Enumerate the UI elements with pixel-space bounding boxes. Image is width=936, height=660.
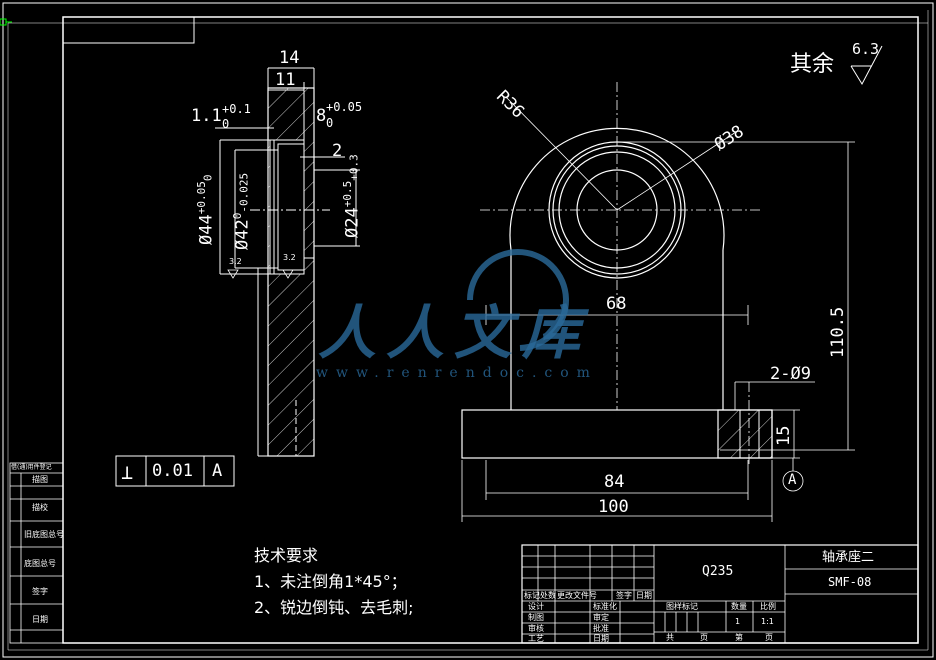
dim-d24-tol-lower: +0.3: [347, 154, 361, 181]
tolerance-frame: [115, 455, 235, 487]
tb-label-design: 设计: [528, 602, 544, 611]
dim-d44-tol-upper: +0.05: [195, 181, 208, 215]
left-strip-label: 描图: [32, 475, 48, 484]
tb-stage-quantity: 数量: [731, 602, 747, 611]
tb-quantity-value: 1: [735, 617, 741, 626]
watermark-logo: [467, 249, 569, 351]
tb-label-approve-check: 审定: [593, 613, 609, 622]
dim-step: 2: [332, 141, 343, 161]
tech-req-line1: 1、未注倒角1*45°；: [254, 572, 407, 591]
left-strip-table: [9, 462, 64, 644]
dim-height: 110.5: [828, 306, 848, 358]
dim-d42-tol-upper: 0: [231, 212, 244, 220]
dim-groove-width: 1.1: [191, 106, 222, 126]
title-part-name: 轴承座二: [822, 550, 875, 565]
roughness-right: 3.2: [283, 253, 296, 262]
tb-label-date: 日期: [636, 591, 652, 600]
tb-label-review: 审核: [528, 624, 544, 633]
left-strip-label: 底图总号: [24, 559, 56, 568]
corner-marker: [0, 18, 12, 26]
dim-thickness: 15: [774, 425, 794, 446]
surface-finish-label: 其余: [790, 52, 835, 77]
surface-finish-value: 6.3: [852, 40, 880, 58]
dim-depth-tol: +0.05: [326, 100, 363, 114]
dim-100: 100: [598, 497, 629, 517]
tb-label-standard: 标准化: [593, 602, 617, 611]
tb-label-mark: 标记: [524, 591, 540, 600]
tb-sheet-page2: 页: [765, 633, 773, 642]
tb-stage-mark: 图样标记: [666, 602, 698, 611]
dim-d42-tol-lower: -0.025: [237, 172, 251, 213]
title-drawing-no: SMF-08: [828, 575, 872, 589]
tolerance-symbol: ⊥: [121, 460, 134, 484]
dim-holes: 2-Ø9: [770, 364, 811, 384]
tech-req-line2: 2、锐边倒钝、去毛刺;: [254, 598, 414, 617]
tb-label-approve: 批准: [593, 624, 609, 633]
tb-label-change-doc: 更改文件号: [557, 591, 597, 600]
surface-finish-symbol: [850, 45, 883, 86]
left-strip-label: 旧底图总号: [24, 530, 64, 539]
dim-groove-width-tol: +0.1: [222, 102, 251, 116]
dim-d24-tol-upper: +0.5: [341, 180, 354, 208]
tb-sheet-no: 第: [735, 633, 743, 642]
left-strip-label: 日期: [32, 615, 48, 624]
datum-label: A: [788, 472, 797, 488]
title-material: Q235: [702, 564, 734, 579]
tb-label-sign: 签字: [616, 591, 632, 600]
tech-req-title: 技术要求: [254, 546, 319, 565]
roughness-left: 3.2: [229, 257, 242, 266]
dim-d44-tol-lower: 0: [201, 174, 215, 182]
tb-scale-value: 1:1: [761, 617, 774, 626]
front-view: [461, 82, 855, 522]
dim-d24-text: Ø24: [342, 207, 363, 238]
left-strip-label: 借(通)用件登记: [11, 464, 52, 471]
tb-label-draw: 制图: [528, 613, 544, 622]
tolerance-value: 0.01: [152, 461, 193, 481]
dim-groove-width-lower: 0: [222, 117, 230, 131]
dim-84: 84: [604, 472, 625, 492]
side-section-view: [215, 67, 360, 457]
dim-d44-text: Ø44: [196, 214, 217, 245]
title-block: [521, 544, 919, 644]
dim-d42-text: Ø42: [232, 219, 253, 250]
tolerance-datum: A: [212, 461, 223, 481]
tb-sheet-page1: 页: [700, 633, 708, 642]
dim-width-total: 14: [279, 48, 300, 68]
left-strip-label: 描校: [32, 503, 48, 512]
dim-d24: Ø24+0.5+0.3: [341, 154, 363, 238]
tb-label-date2: 日期: [593, 634, 609, 643]
tb-label-process: 工艺: [528, 634, 544, 643]
tb-label-count: 处数: [540, 591, 556, 600]
tb-stage-scale: 比例: [760, 602, 776, 611]
dim-width-inner: 11: [275, 70, 296, 90]
watermark-url: www.renrendoc.com: [316, 365, 598, 381]
dim-d42: Ø420-0.025: [231, 172, 253, 250]
tb-sheet-total: 共: [666, 633, 674, 642]
dim-68: 68: [606, 294, 627, 314]
left-strip-label: 签字: [32, 587, 48, 596]
dim-d44: Ø44+0.050: [195, 174, 217, 245]
watermark-text: 人人文库: [318, 299, 591, 367]
dim-depth: 8: [316, 106, 327, 126]
dim-depth-lower: 0: [326, 116, 334, 130]
